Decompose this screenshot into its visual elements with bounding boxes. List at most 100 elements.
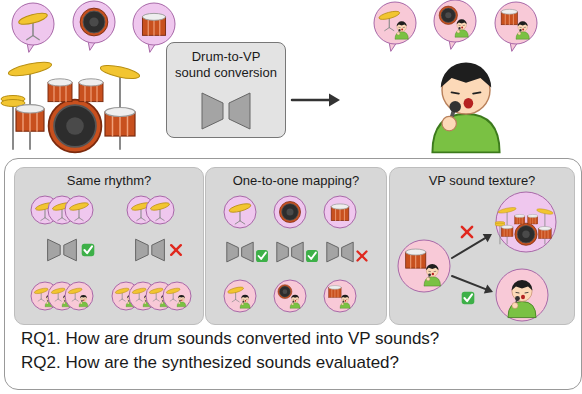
tom-head [48, 79, 72, 86]
bass-drum-shell [80, 8, 108, 36]
person-hair [511, 280, 532, 291]
arrow [292, 93, 340, 106]
beatboxer-figure [177, 295, 186, 307]
check-tick [464, 294, 472, 301]
tom-lug [505, 13, 506, 24]
cymbal-stand [119, 299, 122, 301]
bass-drum-head [282, 204, 299, 221]
tom-lug [65, 85, 66, 102]
beatboxer-figure [508, 280, 536, 318]
bubble-body [73, 1, 115, 43]
check-mark [306, 250, 318, 262]
cymbal-stand [44, 207, 45, 218]
person-eye [64, 298, 66, 299]
bass-drum-icon [278, 285, 292, 299]
bubble-body [324, 280, 356, 312]
bubble-body [374, 2, 416, 44]
bass-drum-logo [66, 117, 84, 135]
bubble-body [129, 282, 157, 310]
tom-lug [344, 208, 345, 220]
tom-head [501, 9, 517, 14]
cymbal-stand [75, 218, 79, 221]
person-body [432, 114, 499, 152]
microphone-head [81, 300, 83, 302]
cymbal-stand [75, 291, 76, 299]
person-mouth [83, 300, 84, 301]
person-eye [165, 298, 167, 299]
tom-lug [59, 85, 60, 102]
decoder-shape [292, 242, 304, 262]
cymbal-plate [536, 208, 553, 216]
speech-bubble [48, 282, 76, 310]
person-hand [127, 302, 129, 304]
person-body [516, 32, 529, 40]
bass-drum-head [279, 286, 290, 297]
person-body [290, 303, 300, 309]
person-hair [161, 295, 168, 298]
cymbal-stand [140, 207, 141, 218]
tom-lug [84, 85, 85, 102]
cymbal-stand [78, 207, 79, 218]
person-eye [47, 298, 49, 299]
person-eye [179, 298, 181, 299]
person-mouth [181, 300, 182, 301]
speech-bubble [48, 196, 76, 224]
beatboxer-figure [126, 295, 135, 307]
microphone [64, 301, 66, 303]
person-face [291, 295, 298, 302]
cymbal-plate [131, 201, 151, 211]
bass-drum-icon [49, 100, 102, 153]
person-body [160, 302, 169, 307]
cymbal-plate [34, 287, 49, 295]
person-mouth [345, 300, 346, 302]
encoder-decoder-icon [277, 242, 303, 262]
person-hand [426, 277, 430, 281]
cymbal-plate [228, 202, 251, 214]
beatboxer-figure [79, 295, 88, 307]
microphone-head [64, 300, 66, 302]
tom-head [142, 13, 165, 20]
tom-body [331, 207, 349, 221]
person-mouth [521, 295, 525, 299]
person-eye [463, 25, 464, 26]
microphone [242, 302, 244, 305]
person-eye [516, 292, 519, 294]
bass-drum-shell [279, 201, 300, 222]
person-face [341, 295, 348, 302]
cymbal-plate [498, 206, 517, 214]
tom-lug [535, 217, 536, 224]
tom-lug [517, 217, 518, 224]
bubble-body [146, 196, 174, 224]
cymbal-stand [32, 19, 34, 36]
cymbal-icon [150, 201, 170, 220]
person-hair [341, 295, 349, 299]
tom-lug [90, 85, 91, 102]
person-face [127, 295, 133, 301]
cymbal-stand [156, 218, 160, 221]
cymbal-icon [378, 10, 400, 31]
check-box [462, 292, 475, 305]
person-hand [291, 303, 293, 305]
tom-lug [510, 228, 511, 236]
arrow [452, 276, 493, 294]
sub-panel: One-to-one mapping? [205, 167, 387, 325]
person-face [397, 22, 407, 32]
person-mouth [66, 300, 67, 301]
tom-head [331, 204, 349, 209]
cymbal-plate [68, 287, 83, 295]
tom-lug [522, 217, 523, 224]
tom-lug [334, 289, 335, 298]
beatboxer-figure [45, 295, 54, 307]
speech-bubble [434, 0, 476, 49]
cymbal-plate [378, 10, 400, 21]
person-eye [434, 271, 436, 272]
tom-body [501, 12, 517, 25]
cymbal-icon [149, 287, 164, 301]
tom-lug [338, 289, 339, 298]
cymbal-stand [41, 299, 44, 301]
drum-kit [1, 60, 141, 153]
beatboxer-figure [424, 264, 441, 286]
bass-drum-shell [49, 100, 102, 153]
person-hand [442, 116, 456, 130]
tom-body [406, 252, 426, 268]
